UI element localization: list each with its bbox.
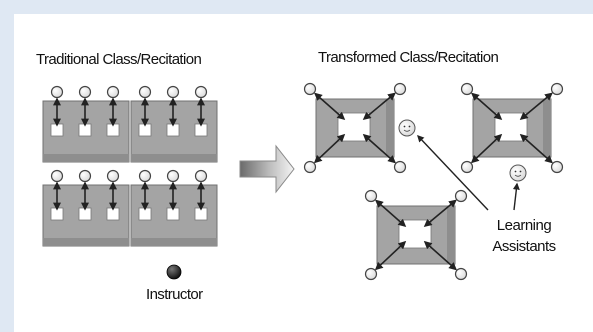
group-arrow bbox=[374, 240, 407, 271]
group-arrow bbox=[375, 199, 407, 228]
student-head bbox=[303, 160, 317, 174]
group-table-edge bbox=[543, 99, 551, 157]
student-paper bbox=[138, 123, 152, 137]
student-paper bbox=[50, 207, 64, 221]
traditional-title: Traditional Class/Recitation bbox=[36, 51, 202, 68]
learning-assistants-line-2: Assistants bbox=[492, 238, 556, 255]
learning-assistant-smile bbox=[403, 129, 411, 132]
instructor-dot bbox=[166, 264, 182, 280]
student-head bbox=[138, 169, 152, 183]
learning-assistant-head bbox=[509, 164, 527, 182]
student-head bbox=[460, 160, 474, 174]
desk-block-edge bbox=[131, 238, 217, 246]
student-paper bbox=[166, 123, 180, 137]
student-head bbox=[166, 85, 180, 99]
student-paper bbox=[106, 123, 120, 137]
transformed-title: Transformed Class/Recitation bbox=[318, 49, 499, 66]
transition-arrow bbox=[239, 144, 295, 194]
student-head bbox=[106, 85, 120, 99]
group-arrow bbox=[470, 133, 503, 164]
student-head bbox=[460, 82, 474, 96]
student-head bbox=[50, 169, 64, 183]
student-head bbox=[454, 189, 468, 203]
student-paper bbox=[78, 207, 92, 221]
group-arrow bbox=[519, 92, 553, 121]
group-arrow bbox=[313, 133, 346, 164]
transformed-classroom bbox=[303, 82, 564, 281]
student-paper bbox=[78, 123, 92, 137]
student-paper bbox=[166, 207, 180, 221]
learning-assistant-eye bbox=[514, 170, 517, 173]
group-arrow bbox=[423, 199, 457, 228]
student-head bbox=[550, 160, 564, 174]
student-head bbox=[138, 85, 152, 99]
pointer-to-assistant-1 bbox=[417, 134, 489, 211]
student-head bbox=[303, 82, 317, 96]
traditional-classroom bbox=[42, 85, 218, 280]
learning-assistant-eye bbox=[408, 125, 411, 128]
group-table-edge bbox=[447, 206, 455, 264]
desk-block-edge bbox=[43, 238, 129, 246]
group-table-edge bbox=[386, 99, 394, 157]
desk-block-edge bbox=[43, 154, 129, 162]
student-paper bbox=[50, 123, 64, 137]
instructor-label: Instructor bbox=[146, 286, 203, 303]
student-head bbox=[393, 160, 407, 174]
student-paper bbox=[194, 207, 208, 221]
group-arrow bbox=[519, 133, 553, 164]
group-arrow bbox=[362, 92, 396, 121]
group-arrow bbox=[471, 92, 503, 121]
student-head bbox=[78, 169, 92, 183]
group-arrow bbox=[314, 92, 346, 121]
student-head bbox=[364, 267, 378, 281]
student-head bbox=[194, 85, 208, 99]
student-head bbox=[194, 169, 208, 183]
student-head bbox=[78, 85, 92, 99]
student-head bbox=[50, 85, 64, 99]
learning-assistant-eye bbox=[519, 170, 522, 173]
student-head bbox=[454, 267, 468, 281]
transition-arrow-shape bbox=[239, 144, 295, 194]
student-paper bbox=[138, 207, 152, 221]
learning-assistants-label: Learning Assistants bbox=[464, 215, 584, 257]
learning-assistants-line-1: Learning bbox=[496, 217, 552, 234]
learning-assistant-head bbox=[398, 119, 416, 137]
pointer-to-assistant-2 bbox=[512, 182, 520, 211]
student-paper bbox=[194, 123, 208, 137]
group-arrow bbox=[423, 240, 457, 271]
group-arrow bbox=[362, 133, 396, 164]
learning-assistant-smile bbox=[514, 174, 522, 177]
student-head bbox=[166, 169, 180, 183]
student-head bbox=[106, 169, 120, 183]
student-head bbox=[393, 82, 407, 96]
student-head bbox=[364, 189, 378, 203]
desk-block-edge bbox=[131, 154, 217, 162]
student-head bbox=[550, 82, 564, 96]
student-paper bbox=[106, 207, 120, 221]
learning-assistant-eye bbox=[403, 125, 406, 128]
learning-assistants-pointer bbox=[417, 134, 520, 211]
